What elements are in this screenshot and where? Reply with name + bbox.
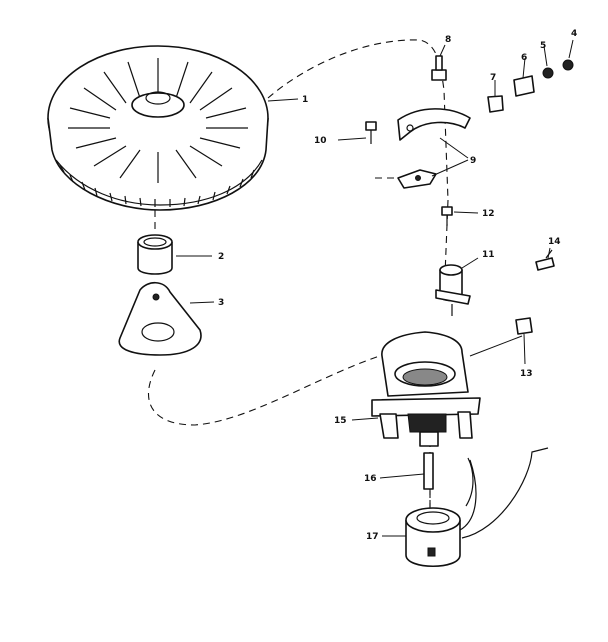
pin [423,452,434,490]
callout-5: 5 [540,41,546,51]
callouts: 1 2 3 4 5 6 7 8 9 10 11 12 13 14 15 16 1… [218,29,577,542]
screw-top [431,55,447,81]
callout-15: 15 [334,416,347,426]
callout-2: 2 [218,252,224,262]
callout-8: 8 [445,35,451,45]
screw-10 [365,121,377,144]
callout-10: 10 [314,136,327,146]
callout-12: 12 [482,209,495,219]
coil [405,447,549,568]
bushing [137,234,173,275]
callout-4: 4 [571,29,577,39]
leader-lines [176,39,574,537]
callout-9: 9 [470,156,476,166]
condenser [435,264,471,316]
washer-plate [118,281,202,356]
callout-14: 14 [548,237,561,247]
callout-11: 11 [482,250,495,260]
small-nut [562,59,574,71]
flywheel [47,45,269,211]
lock-washer [542,67,554,79]
callout-1: 1 [302,95,308,105]
square-pad [515,317,533,335]
terminal-clip [487,95,504,113]
callout-6: 6 [521,53,527,63]
callout-13: 13 [520,369,533,379]
callout-16: 16 [364,474,377,484]
wire-terminal [535,249,555,271]
contact-clip [513,75,535,97]
clamp-piece [397,169,437,189]
callout-3: 3 [218,298,224,308]
callout-17: 17 [366,532,379,542]
screw-12 [441,206,453,226]
breaker-housing [371,331,481,447]
callout-7: 7 [490,73,496,83]
mounting-bracket [397,108,471,141]
